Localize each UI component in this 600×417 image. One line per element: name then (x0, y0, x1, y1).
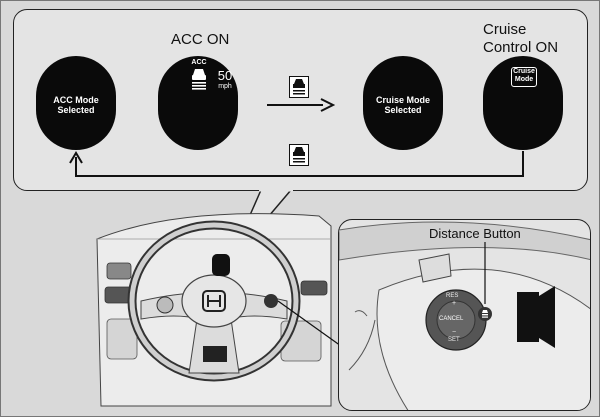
switch-inset-panel: Distance Button RES + CANCEL − SET (338, 219, 591, 411)
steering-switch-closeup (339, 220, 591, 411)
switch-res-sign: + (452, 300, 456, 307)
switch-set-label: SET (448, 337, 460, 343)
switch-cancel-label: CANCEL (439, 316, 463, 322)
distance-button-icon (478, 306, 492, 322)
switch-set-sign: − (452, 329, 456, 336)
switch-res-label: RES (446, 293, 458, 299)
distance-button-label: Distance Button (429, 226, 521, 241)
